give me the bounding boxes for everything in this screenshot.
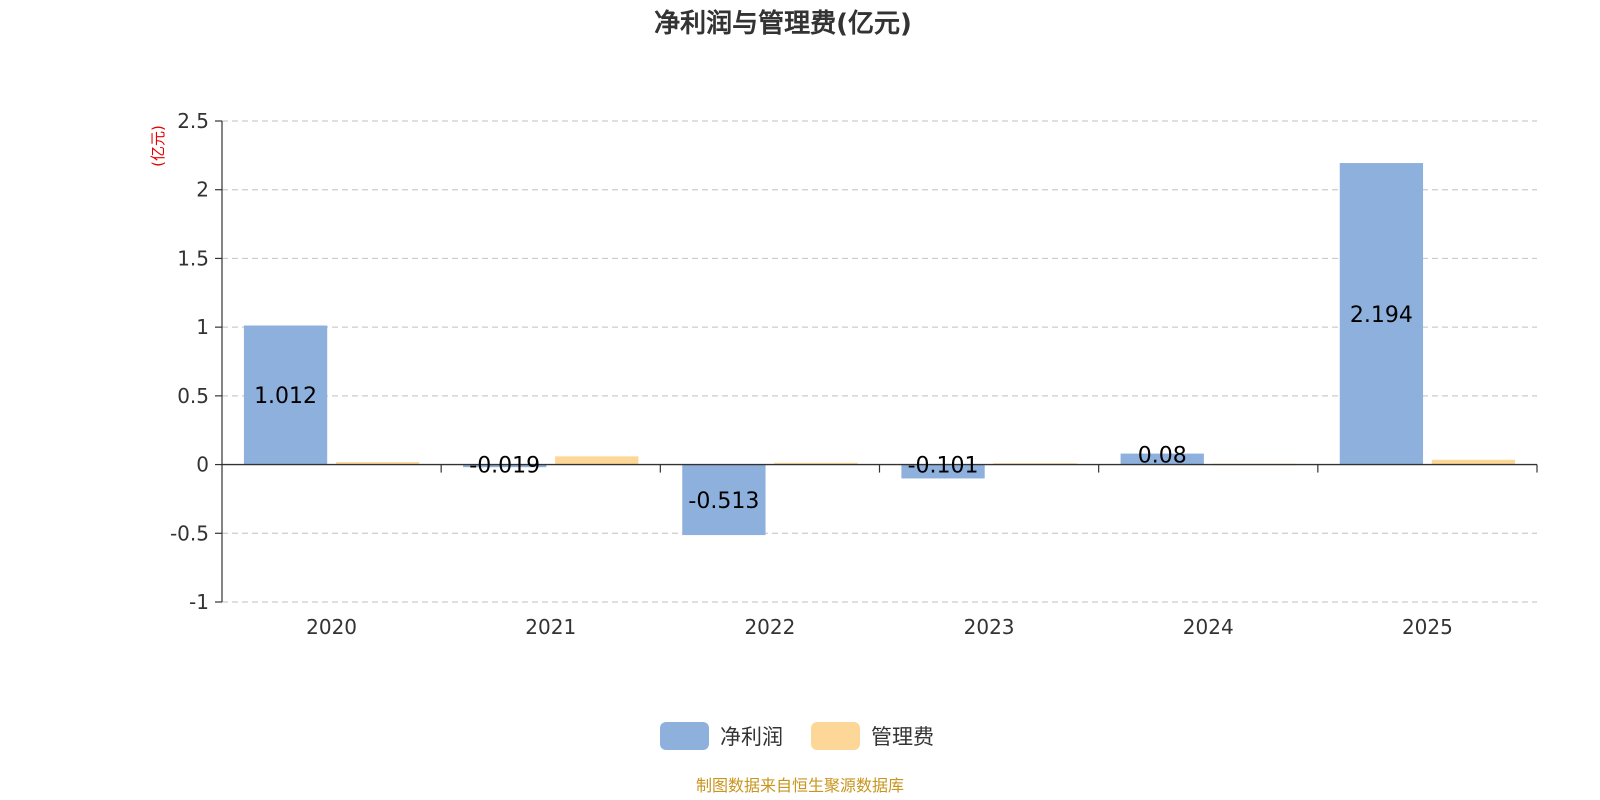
legend-item-net-profit[interactable]: 净利润 xyxy=(660,722,783,750)
x-tick-label: 2021 xyxy=(525,615,576,639)
y-tick-label: -1 xyxy=(189,590,209,614)
data-label: -0.513 xyxy=(688,489,759,514)
y-tick-label: 2 xyxy=(196,178,209,202)
data-labels: 1.012 -0.019 -0.513 -0.101 0.08 2.194 xyxy=(254,303,1413,514)
y-tick-label: 1 xyxy=(196,315,209,339)
data-label: -0.101 xyxy=(908,454,979,479)
x-tick-label: 2020 xyxy=(306,615,357,639)
bar-admin-expense xyxy=(335,462,420,465)
data-label: 0.08 xyxy=(1138,444,1187,469)
data-label: 2.194 xyxy=(1350,303,1413,328)
y-tick-label: -0.5 xyxy=(170,521,209,545)
x-tick-label: 2024 xyxy=(1183,615,1234,639)
bar-net-profit xyxy=(1339,163,1424,465)
data-label: -0.019 xyxy=(469,454,540,479)
legend-item-admin-expense[interactable]: 管理费 xyxy=(811,722,934,750)
y-tick-label: 2.5 xyxy=(177,109,209,133)
bar-net-profit xyxy=(243,325,328,465)
x-tick-label: 2022 xyxy=(744,615,795,639)
y-tick-label: 1.5 xyxy=(177,246,209,270)
x-tick-label: 2025 xyxy=(1402,615,1453,639)
axes: -1 -0.5 0 0.5 1 1.5 2 2.5 2020 2021 2022 2023 2024 20… xyxy=(170,109,1538,639)
legend-swatch xyxy=(811,722,860,750)
legend[interactable]: 净利润 管理费 xyxy=(660,722,934,750)
bar-admin-expense xyxy=(1431,459,1516,465)
x-tick-label: 2023 xyxy=(964,615,1015,639)
gridlines xyxy=(222,120,1537,603)
bar-net-profit xyxy=(463,464,547,468)
legend-label: 管理费 xyxy=(871,725,934,749)
bar-admin-expense xyxy=(774,462,858,465)
bar-net-profit xyxy=(901,464,985,479)
legend-swatch xyxy=(660,722,709,750)
y-tick-label: 0 xyxy=(196,453,209,477)
data-label: 1.012 xyxy=(254,384,317,409)
y-axis-unit-label: (亿元) xyxy=(149,125,167,167)
bar-net-profit xyxy=(1120,453,1204,465)
y-tick-label: 0.5 xyxy=(177,384,209,408)
bar-admin-expense xyxy=(555,456,639,465)
bars xyxy=(243,163,1516,536)
source-note: 制图数据来自恒生聚源数据库 xyxy=(696,776,904,795)
chart-title: 净利润与管理费(亿元) xyxy=(654,8,912,39)
legend-label: 净利润 xyxy=(720,725,783,749)
bar-net-profit xyxy=(682,464,766,536)
